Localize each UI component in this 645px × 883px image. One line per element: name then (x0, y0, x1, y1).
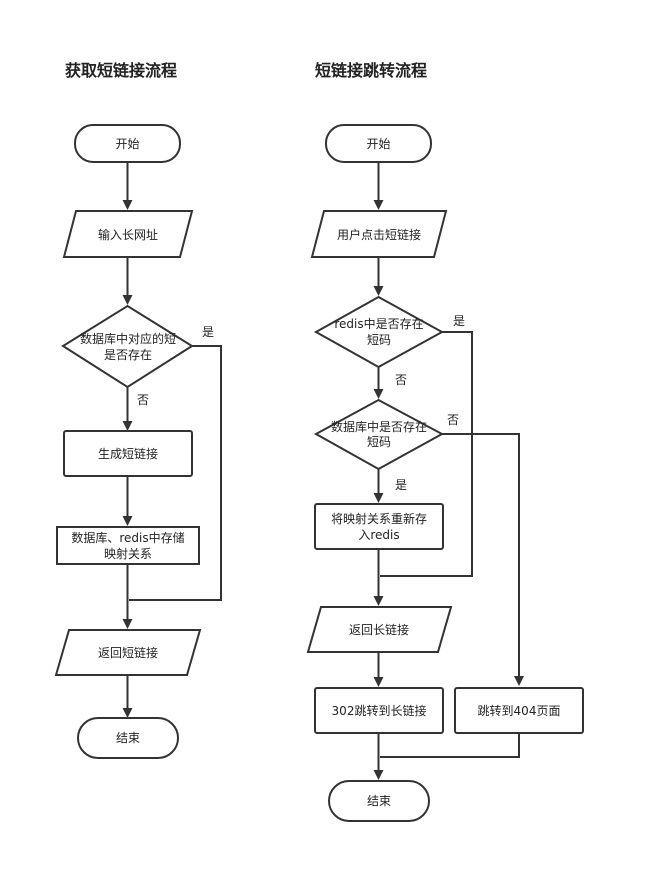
right-redis-yes-label: 是 (453, 314, 465, 328)
right-return-node (306, 606, 453, 653)
left-end-label: 结束 (116, 731, 140, 745)
right-db-no-line (442, 433, 524, 686)
left-return-label: 返回短链接 (98, 645, 158, 660)
right-start-label: 开始 (366, 137, 390, 151)
right-db-yes-label: 是 (395, 478, 407, 492)
left-decision-label-line1: 数据库中对应的短 (80, 331, 176, 346)
left-input-node (62, 210, 194, 258)
right-end-node (328, 780, 430, 822)
right-flow-title: 短链接跳转流程 (315, 61, 427, 80)
left-flow-title: 获取短链接流程 (65, 61, 177, 80)
left-input-label: 输入长网址 (98, 227, 158, 242)
right-redis-label-line1: redis中是否存在 (334, 316, 423, 331)
right-end-label: 结束 (367, 794, 391, 808)
left-generate-label: 生成短链接 (98, 446, 158, 461)
left-yes-label: 是 (202, 325, 214, 339)
left-store-node (56, 526, 200, 565)
right-db-label-line2: 短码 (367, 435, 391, 449)
left-yes-branch-line (129, 345, 222, 601)
left-end-node (77, 717, 179, 759)
right-redis-decision-node (313, 295, 445, 369)
left-start-label: 开始 (115, 137, 139, 151)
right-redis-yes-line (380, 331, 473, 577)
left-no-label: 否 (137, 393, 149, 407)
right-return-label: 返回长链接 (349, 622, 409, 637)
right-click-node (310, 210, 448, 258)
right-click-label: 用户点击短链接 (337, 227, 421, 242)
left-store-label-line1: 数据库、redis中存储 (71, 530, 184, 545)
right-redis-no-label: 否 (395, 373, 407, 387)
left-decision-node (61, 304, 194, 389)
right-notfound-label: 跳转到404页面 (478, 703, 561, 718)
right-notfound-merge-line (380, 733, 520, 758)
right-redirect-label: 302跳转到长链接 (332, 703, 427, 718)
left-decision-label-line2: 是否存在 (104, 348, 152, 362)
right-db-no-label: 否 (447, 413, 459, 427)
right-restore-label-line1: 将映射关系重新存 (331, 511, 427, 526)
left-return-node (54, 629, 202, 676)
right-redis-label-line2: 短码 (367, 333, 391, 347)
left-store-label-line2: 映射关系 (104, 546, 152, 561)
right-restore-node (314, 503, 444, 550)
right-restore-label-line2: 入redis (358, 528, 399, 542)
right-db-label-line1: 数据库中是否存在 (331, 419, 427, 434)
